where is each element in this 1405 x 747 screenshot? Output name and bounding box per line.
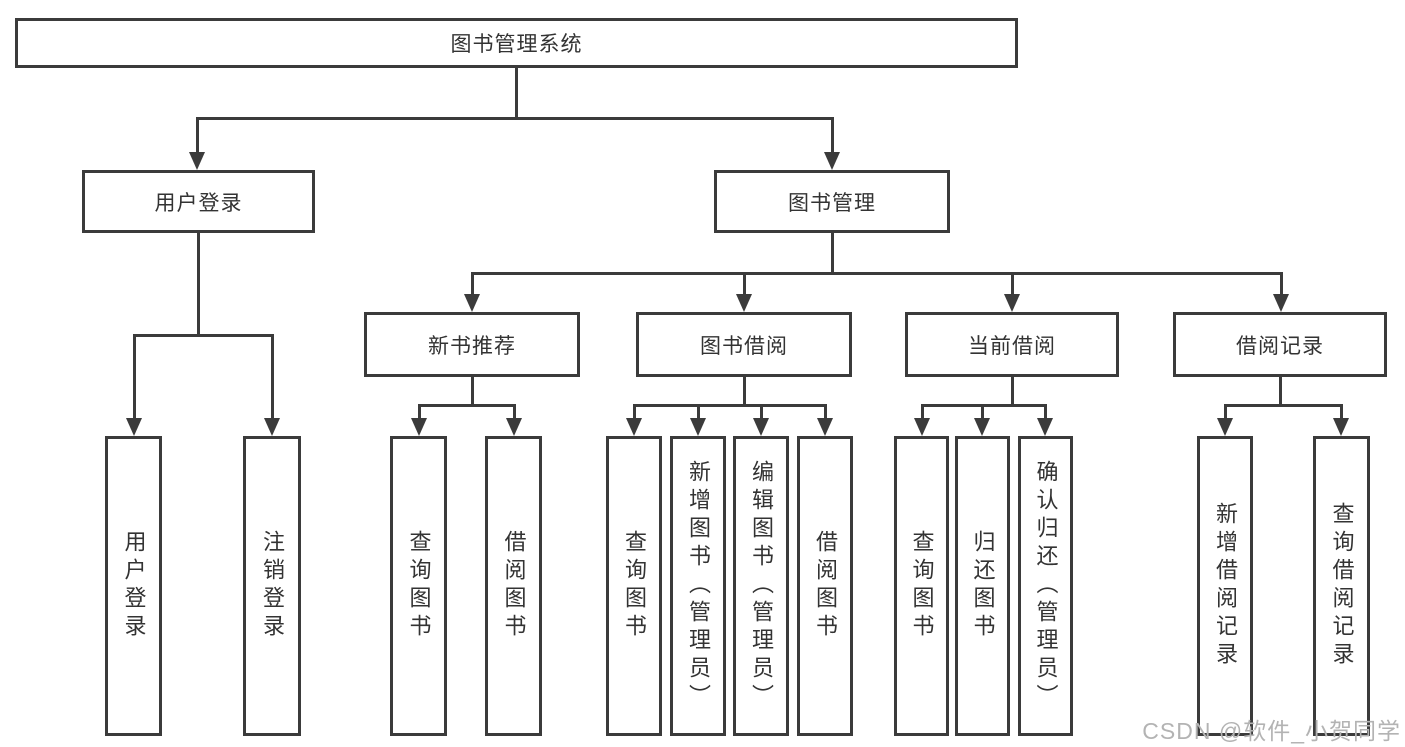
arrowhead-down-icon bbox=[464, 294, 480, 312]
leaf-label: 借阅图书 bbox=[501, 530, 527, 642]
node-label: 新书推荐 bbox=[428, 334, 516, 358]
arrowhead-down-icon bbox=[506, 418, 522, 436]
connector-line bbox=[831, 233, 834, 275]
connector-line bbox=[824, 404, 827, 420]
connector-line bbox=[831, 117, 834, 154]
node-label: 借阅记录 bbox=[1236, 334, 1324, 358]
connector-line bbox=[133, 334, 136, 420]
arrowhead-down-icon bbox=[1333, 418, 1349, 436]
node-borrow-records: 借阅记录 bbox=[1173, 312, 1387, 377]
connector-line bbox=[1224, 404, 1343, 407]
connector-line bbox=[633, 404, 827, 407]
leaf-user-login: 用户登录 bbox=[105, 436, 162, 736]
leaf-return-book: 归还图书 bbox=[955, 436, 1010, 736]
arrowhead-down-icon bbox=[189, 152, 205, 170]
arrowhead-down-icon bbox=[1004, 294, 1020, 312]
leaf-query-book-recommend: 查询图书 bbox=[390, 436, 447, 736]
node-user-login: 用户登录 bbox=[82, 170, 315, 233]
connector-line bbox=[760, 404, 763, 420]
connector-line bbox=[515, 68, 518, 119]
leaf-borrow-book-recommend: 借阅图书 bbox=[485, 436, 542, 736]
node-current-borrow: 当前借阅 bbox=[905, 312, 1119, 377]
connector-line bbox=[743, 377, 746, 407]
connector-line bbox=[271, 334, 274, 420]
connector-line bbox=[196, 117, 834, 120]
connector-line bbox=[418, 404, 516, 407]
leaf-query-book-current: 查询图书 bbox=[894, 436, 949, 736]
leaf-label: 查询借阅记录 bbox=[1329, 502, 1355, 670]
arrowhead-down-icon bbox=[817, 418, 833, 436]
leaf-label: 查询图书 bbox=[622, 530, 647, 642]
leaf-label: 归还图书 bbox=[970, 530, 996, 642]
arrowhead-down-icon bbox=[690, 418, 706, 436]
leaf-label: 新增借阅记录 bbox=[1213, 502, 1238, 670]
connector-line bbox=[1011, 377, 1014, 407]
connector-line bbox=[197, 233, 200, 336]
connector-line bbox=[196, 117, 199, 154]
connector-line bbox=[471, 272, 474, 296]
node-label: 用户登录 bbox=[154, 191, 243, 215]
arrowhead-down-icon bbox=[753, 418, 769, 436]
node-label: 当前借阅 bbox=[968, 334, 1056, 358]
leaf-label: 用户登录 bbox=[121, 530, 147, 642]
connector-line bbox=[981, 404, 984, 420]
connector-line bbox=[921, 404, 924, 420]
arrowhead-down-icon bbox=[736, 294, 752, 312]
csdn-watermark: CSDN @软件_小贺同学 bbox=[1142, 718, 1401, 744]
connector-line bbox=[743, 272, 746, 296]
connector-line bbox=[697, 404, 700, 420]
node-label: 图书借阅 bbox=[700, 334, 788, 358]
connector-line bbox=[471, 377, 474, 407]
arrowhead-down-icon bbox=[1217, 418, 1233, 436]
connector-line bbox=[1044, 404, 1047, 420]
node-new-book-recommend: 新书推荐 bbox=[364, 312, 580, 377]
leaf-label: 查询图书 bbox=[406, 530, 432, 642]
arrowhead-down-icon bbox=[1037, 418, 1053, 436]
node-book-borrow: 图书借阅 bbox=[636, 312, 852, 377]
node-label: 图书管理 bbox=[788, 191, 876, 215]
connector-line bbox=[1280, 272, 1283, 296]
connector-line bbox=[633, 404, 636, 420]
leaf-edit-book-admin: 编辑图书（管理员） bbox=[733, 436, 789, 736]
connector-line bbox=[1011, 272, 1014, 296]
leaf-query-borrow-record: 查询借阅记录 bbox=[1313, 436, 1370, 736]
connector-line bbox=[133, 334, 274, 337]
connector-line bbox=[1279, 377, 1282, 407]
arrowhead-down-icon bbox=[1273, 294, 1289, 312]
connector-line bbox=[1224, 404, 1227, 420]
leaf-query-book-borrow: 查询图书 bbox=[606, 436, 662, 736]
arrowhead-down-icon bbox=[264, 418, 280, 436]
arrowhead-down-icon bbox=[914, 418, 930, 436]
connector-line bbox=[921, 404, 1047, 407]
connector-line bbox=[418, 404, 421, 420]
leaf-label: 注销登录 bbox=[260, 530, 285, 642]
leaf-confirm-return-admin: 确认归还（管理员） bbox=[1018, 436, 1073, 736]
arrowhead-down-icon bbox=[411, 418, 427, 436]
leaf-label: 新增图书（管理员） bbox=[686, 460, 711, 712]
leaf-label: 编辑图书（管理员） bbox=[749, 460, 774, 712]
connector-line bbox=[471, 272, 1283, 275]
leaf-borrow-book: 借阅图书 bbox=[797, 436, 853, 736]
connector-line bbox=[1340, 404, 1343, 420]
leaf-label: 确认归还（管理员） bbox=[1033, 460, 1059, 712]
leaf-logout: 注销登录 bbox=[243, 436, 301, 736]
leaf-label: 借阅图书 bbox=[813, 530, 838, 642]
leaf-add-book-admin: 新增图书（管理员） bbox=[670, 436, 726, 736]
arrowhead-down-icon bbox=[824, 152, 840, 170]
node-book-management: 图书管理 bbox=[714, 170, 950, 233]
leaf-add-borrow-record: 新增借阅记录 bbox=[1197, 436, 1253, 736]
arrowhead-down-icon bbox=[626, 418, 642, 436]
arrowhead-down-icon bbox=[974, 418, 990, 436]
node-root-library-system: 图书管理系统 bbox=[15, 18, 1018, 68]
connector-line bbox=[513, 404, 516, 420]
arrowhead-down-icon bbox=[126, 418, 142, 436]
node-label: 图书管理系统 bbox=[450, 33, 583, 56]
leaf-label: 查询图书 bbox=[909, 530, 935, 642]
